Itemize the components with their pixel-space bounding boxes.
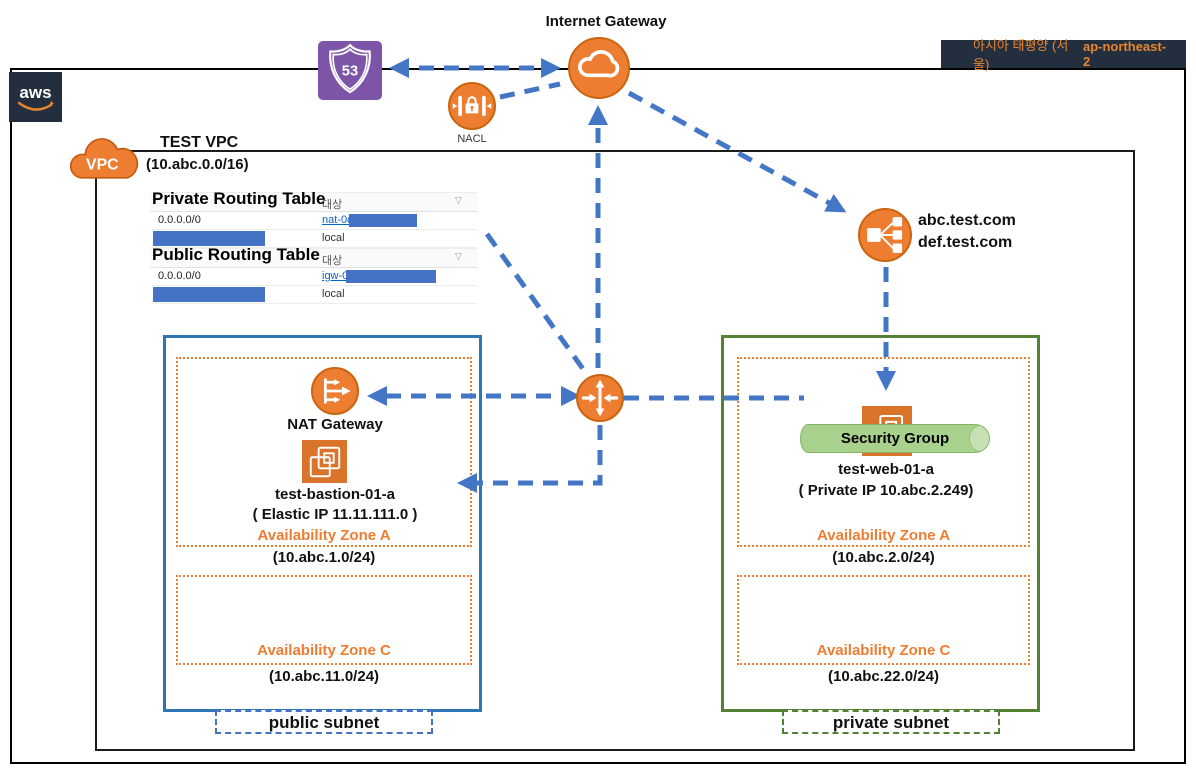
vpc-boundary-box [95,150,1135,751]
route-target-link[interactable]: igw-0 [322,270,349,282]
target-column-header: 대상 [322,255,343,267]
nat-gateway-icon [311,367,359,415]
nacl-label: NACL [457,133,487,145]
web-ip: ( Private IP 10.abc.2.249) [798,482,974,499]
table-row: local [150,286,477,304]
route-destination: 0.0.0.0/0 [158,214,201,226]
vpc-router-icon [576,374,624,422]
route-destination: 0.0.0.0/0 [158,270,201,282]
table-header: 대상 ▽ [150,248,477,268]
aws-logo-text: aws [19,83,51,102]
aws-logo-icon: aws [17,83,54,111]
bastion-ip: ( Elastic IP 11.11.111.0 ) [252,506,418,523]
public-routing-table: Public Routing Table 대상 ▽ 0.0.0.0/0 igw-… [150,245,477,304]
redaction-box [349,214,417,227]
sort-dropdown-icon[interactable]: ▽ [455,195,462,205]
security-group-label: Security Group [840,430,950,447]
bastion-name: test-bastion-01-a [274,486,396,503]
sort-dropdown-icon[interactable]: ▽ [455,251,462,261]
private-az-c-label: Availability Zone C [816,642,951,659]
private-routing-table: Private Routing Table 대상 ▽ 0.0.0.0/0 nat… [150,189,477,248]
public-routing-table-title: Public Routing Table [152,245,320,264]
bastion-instance-icon [302,440,347,483]
private-az-a-cidr: (10.abc.2.0/24) [832,549,935,566]
vpc-cidr: (10.abc.0.0/16) [146,156,249,173]
table-row: local [150,230,477,248]
nat-gateway-label: NAT Gateway [287,416,383,433]
public-az-c-box [176,575,472,665]
table-row: 0.0.0.0/0 nat-0dd [150,212,477,230]
dns-domain-2: def.test.com [918,234,1013,251]
web-name: test-web-01-a [838,461,934,478]
redaction-box [153,287,265,302]
region-name: 아시아 태평양 (서울) [973,38,1069,72]
region-selector[interactable]: 아시아 태평양 (서울) ap-northeast-2 [941,38,1186,72]
public-az-c-cidr: (10.abc.11.0/24) [268,668,380,685]
vpc-icon: VPC [64,126,160,200]
dns-domain-1: abc.test.com [918,212,1016,229]
private-az-a-label: Availability Zone A [816,527,951,544]
private-subnet-label: private subnet [782,710,1000,734]
private-az-c-cidr: (10.abc.22.0/24) [828,668,939,685]
vpc-title: TEST VPC [160,134,239,151]
internet-gateway-icon [568,37,630,99]
public-az-a-label: Availability Zone A [257,527,391,544]
redaction-box [346,270,436,283]
private-routing-table-title: Private Routing Table [152,189,326,208]
table-header: 대상 ▽ [150,192,477,212]
dns-record-icon [858,208,912,262]
route53-icon: 53 [318,41,382,100]
public-subnet-label: public subnet [215,710,433,734]
route53-shield-text: 53 [342,63,358,79]
public-az-c-label: Availability Zone C [257,642,391,659]
private-az-c-box [737,575,1030,665]
region-code: ap-northeast-2 [1082,39,1167,69]
redaction-box [153,231,265,246]
security-group-cap [969,425,989,452]
route-target: local [322,288,345,300]
public-az-a-cidr: (10.abc.1.0/24) [272,549,376,566]
target-column-header: 대상 [322,199,343,211]
vpc-icon-text: VPC [86,157,119,174]
aws-logo: aws [9,72,62,122]
security-group-pill: Security Group [800,424,990,453]
route-target: local [322,232,345,244]
table-row: 0.0.0.0/0 igw-0 [150,268,477,286]
nacl-icon [448,82,496,130]
internet-gateway-label: Internet Gateway [545,13,667,30]
